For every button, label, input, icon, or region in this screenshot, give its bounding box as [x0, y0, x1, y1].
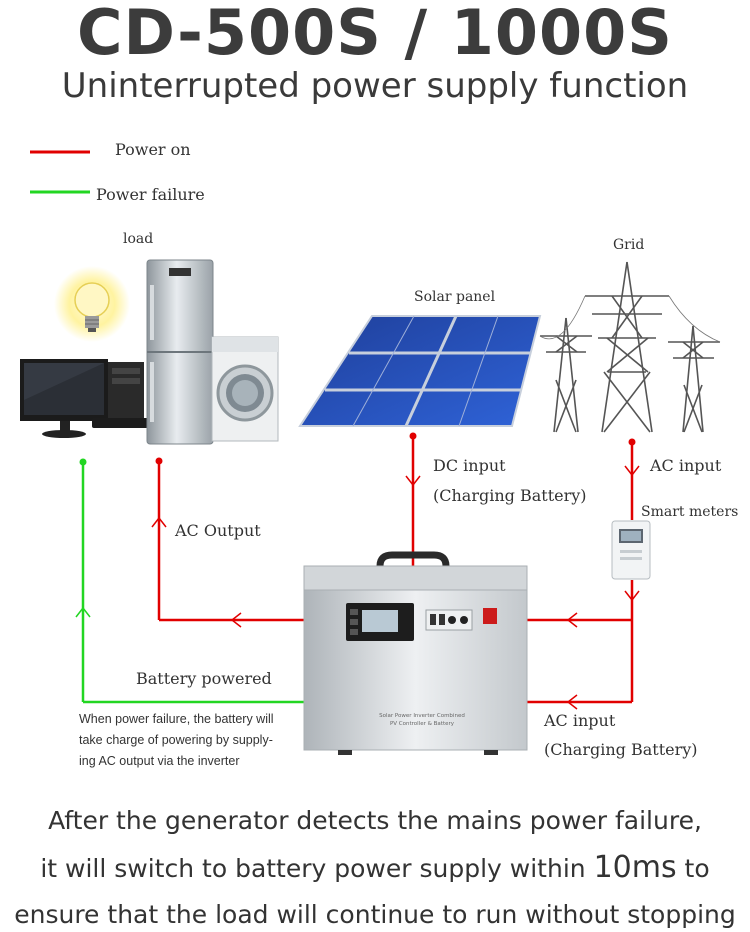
grid-label: Grid	[613, 237, 645, 253]
ac-input-bottom-note: (Charging Battery)	[544, 740, 698, 759]
pc-tower-icon	[92, 362, 148, 428]
ac-input-node	[628, 438, 636, 446]
dc-input-note: (Charging Battery)	[433, 486, 587, 505]
power-failure-node	[79, 458, 87, 466]
washing-machine-icon	[211, 336, 279, 442]
device-label-line1: Solar Power Inverter Combined	[379, 713, 465, 719]
page-title: CD-500S / 1000S	[77, 0, 673, 69]
battery-note-line: take charge of powering by supply-	[79, 733, 273, 747]
legend-power-failure-label: Power failure	[96, 185, 205, 204]
grid-tower-icon	[539, 261, 721, 433]
inverter-device	[303, 551, 528, 755]
solar-panel-icon	[298, 315, 542, 427]
footer-line-2-post: to	[676, 854, 710, 883]
ac-input-bottom-label: AC input	[544, 711, 616, 730]
solar-panel-label: Solar panel	[414, 289, 496, 305]
load-label: load	[123, 231, 154, 247]
power-failure-line	[81, 462, 305, 704]
footer-line-2-pre: it will switch to battery power supply w…	[40, 854, 594, 883]
battery-note: When power failure, the battery will tak…	[79, 709, 309, 772]
power-failure-arrow	[75, 606, 91, 618]
switch-time-value: 10ms	[593, 850, 677, 885]
ac-input-top-label: AC input	[650, 456, 722, 475]
dc-input-node	[409, 432, 417, 440]
page-subtitle: Uninterrupted power supply function	[61, 66, 689, 106]
ac-output-label: AC Output	[175, 521, 261, 540]
refrigerator-icon	[146, 259, 214, 445]
ac-output-node	[155, 457, 163, 465]
smart-meters-label: Smart meters	[641, 504, 739, 520]
battery-powered-label: Battery powered	[136, 669, 272, 688]
device-front-label: Solar Power Inverter Combined PV Control…	[352, 712, 492, 728]
light-bulb-icon	[54, 266, 130, 342]
power-on-arrows	[151, 465, 640, 710]
device-label-line2: PV Controller & Battery	[389, 721, 455, 727]
footer-line-1: After the generator detects the mains po…	[48, 806, 702, 835]
dc-input-label: DC input	[433, 456, 506, 475]
legend-power-on-label: Power on	[115, 140, 191, 159]
battery-note-line: When power failure, the battery will	[79, 712, 274, 726]
computer-monitor-icon	[20, 359, 108, 438]
footer-line-2: it will switch to battery power supply w…	[0, 850, 750, 885]
footer-line-3: ensure that the load will continue to ru…	[14, 900, 736, 929]
smart-meter-icon	[611, 520, 651, 580]
battery-note-line: ing AC output via the inverter	[79, 754, 240, 768]
